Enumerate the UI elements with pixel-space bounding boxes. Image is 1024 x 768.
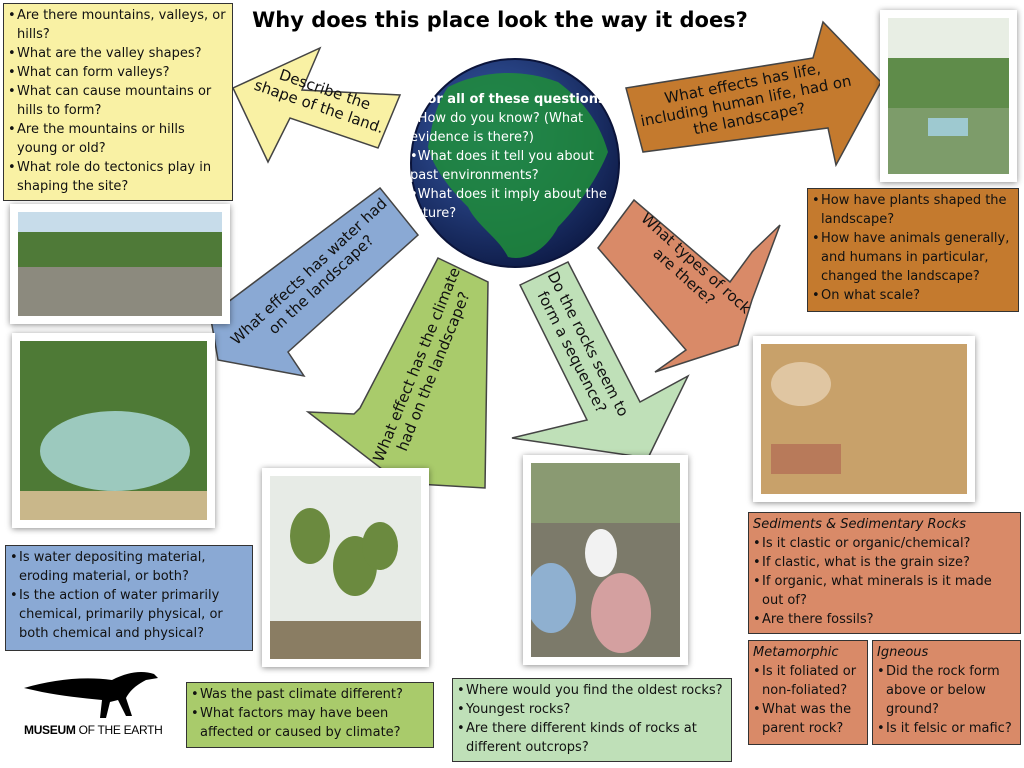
photo-cliff: [10, 204, 230, 324]
arrow-land: [231, 46, 402, 164]
box-igneous: Igneous Did the rock form above or below…: [872, 640, 1021, 745]
center-questions: For all of these questions: How do you k…: [410, 90, 620, 223]
box-land-item: What are the valley shapes?: [8, 44, 228, 63]
logo-rest: OF THE EARTH: [75, 723, 163, 737]
box-water: Is water depositing material, eroding ma…: [5, 545, 253, 651]
box-igneous-heading: Igneous: [877, 645, 929, 660]
center-item: What does it tell you about past environ…: [410, 147, 620, 185]
box-climate-item: What factors may have been affected or c…: [191, 704, 429, 742]
box-water-item: Is the action of water primarily chemica…: [10, 586, 248, 643]
arrow-sequence: [511, 261, 690, 459]
arrow-life: [625, 20, 882, 168]
box-sedimentary: Sediments & Sedimentary Rocks Is it clas…: [748, 512, 1021, 634]
box-metamorphic-item: What was the parent rock?: [753, 700, 863, 738]
page-title: Why does this place look the way it does…: [252, 8, 748, 32]
box-sedimentary-item: Are there fossils?: [753, 610, 1016, 629]
box-life-item: How have plants shaped the landscape?: [812, 191, 1014, 229]
box-sedimentary-heading: Sediments & Sedimentary Rocks: [753, 517, 966, 532]
center-item: How do you know? (What evidence is there…: [410, 109, 620, 147]
box-igneous-item: Did the rock form above or below ground?: [877, 662, 1016, 719]
photo-valley: [880, 10, 1017, 182]
box-land-item: Are the mountains or hills young or old?: [8, 120, 228, 158]
box-life-item: How have animals generally, and humans i…: [812, 229, 1014, 286]
box-sequence: Where would you find the oldest rocks? Y…: [452, 678, 732, 762]
arrow-climate: [305, 257, 489, 489]
logo-bold: MUSEUM: [24, 723, 76, 737]
box-sedimentary-item: If organic, what minerals is it made out…: [753, 572, 1016, 610]
box-land: Are there mountains, valleys, or hills? …: [3, 3, 233, 201]
photo-field-group: [523, 455, 688, 665]
box-water-item: Is water depositing material, eroding ma…: [10, 548, 248, 586]
arrow-rocktypes: [597, 198, 781, 373]
box-climate: Was the past climate different? What fac…: [186, 682, 434, 748]
box-sequence-item: Are there different kinds of rocks at di…: [457, 719, 727, 757]
box-land-item: What can cause mountains or hills to for…: [8, 82, 228, 120]
museum-logo: MUSEUM OF THE EARTH: [24, 723, 163, 737]
box-sequence-item: Where would you find the oldest rocks?: [457, 681, 727, 700]
box-life: How have plants shaped the landscape? Ho…: [807, 188, 1019, 312]
box-igneous-item: Is it felsic or mafic?: [877, 719, 1016, 738]
box-land-item: Are there mountains, valleys, or hills?: [8, 6, 228, 44]
photo-pool: [12, 333, 215, 528]
dinosaur-logo-icon: [24, 672, 158, 718]
box-land-item: What role do tectonics play in shaping t…: [8, 158, 228, 196]
box-metamorphic-heading: Metamorphic: [753, 645, 839, 660]
box-life-item: On what scale?: [812, 286, 1014, 305]
center-item: What does it imply about the future?: [410, 185, 620, 223]
box-sedimentary-item: Is it clastic or organic/chemical?: [753, 534, 1016, 553]
photo-rock-hand: [753, 336, 975, 502]
box-sequence-item: Youngest rocks?: [457, 700, 727, 719]
box-metamorphic-item: Is it foliated or non-foliated?: [753, 662, 863, 700]
box-climate-item: Was the past climate different?: [191, 685, 429, 704]
box-land-item: What can form valleys?: [8, 63, 228, 82]
box-metamorphic: Metamorphic Is it foliated or non-foliat…: [748, 640, 868, 745]
center-heading: For all of these questions:: [419, 92, 611, 107]
box-sedimentary-item: If clastic, what is the grain size?: [753, 553, 1016, 572]
photo-cactus: [262, 468, 429, 667]
